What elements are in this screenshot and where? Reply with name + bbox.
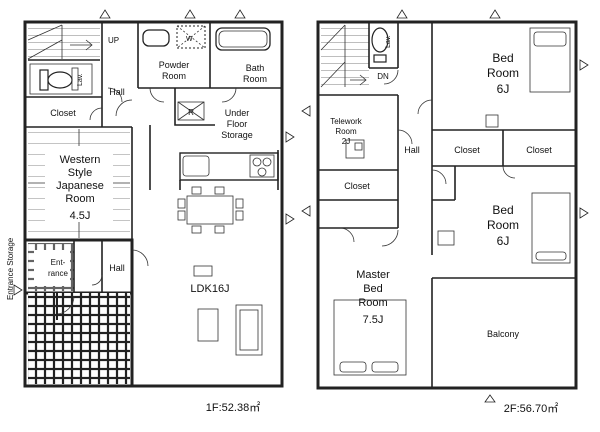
western-room-label-1: Western xyxy=(60,154,101,166)
telework-label-1: Telework xyxy=(330,117,363,126)
washer-icon xyxy=(176,25,206,49)
refrigerator-label: R xyxy=(188,108,194,117)
lav-sink xyxy=(71,67,79,91)
balcony-label: Balcony xyxy=(487,329,520,339)
floor2-doors xyxy=(339,69,516,247)
bath-room-label-1: Bath xyxy=(246,63,265,73)
sofa xyxy=(235,304,263,356)
dining-table xyxy=(186,195,234,225)
western-room-label-5: 4.5J xyxy=(70,210,91,222)
bath-room-label-2: Room xyxy=(243,74,267,84)
entrance-storage-label: Entrance Storage xyxy=(6,237,15,300)
bed-room-mid-label-2: Room xyxy=(487,218,519,232)
desk-top-room xyxy=(485,114,499,128)
entrance-label-1: Ent- xyxy=(51,258,66,267)
powder-room-label-1: Powder xyxy=(159,60,190,70)
ldk-label: LDK16J xyxy=(190,283,229,295)
floor2-windows xyxy=(301,9,589,403)
stove-icon xyxy=(249,154,275,178)
floor2-area-label: 2F:56.70㎡ xyxy=(504,402,558,415)
master-bed xyxy=(333,299,407,376)
washer-label: W xyxy=(186,36,193,43)
master-bed-label-3: Room xyxy=(358,297,387,309)
floor-1: UP Lav. W Powder Room Bath Room Hall Clo… xyxy=(6,9,295,414)
western-room-label-3: Japanese xyxy=(56,180,104,192)
under-floor-label-3: Storage xyxy=(221,130,253,140)
floor2-toilet-icon xyxy=(371,27,389,53)
kitchen-sink-icon xyxy=(182,155,210,177)
bathtub-icon xyxy=(215,27,271,51)
tatami-center xyxy=(45,146,113,222)
entrance-floor xyxy=(34,250,70,286)
under-floor-label-2: Floor xyxy=(227,119,248,129)
bed-room-mid-label-3: 6J xyxy=(497,234,510,248)
telework-desk xyxy=(345,139,365,159)
tv-stand xyxy=(193,265,213,277)
western-room-label-4: Room xyxy=(65,193,94,205)
floor2-lav-label: Lav. xyxy=(385,35,392,48)
hall-bottom-label: Hall xyxy=(109,263,125,273)
stairs-down-arrow xyxy=(350,74,367,86)
western-room-label-2: Style xyxy=(68,167,92,179)
dining-chairs xyxy=(177,186,244,234)
bed-top xyxy=(529,27,571,93)
master-bed-label-2: Bed xyxy=(363,283,383,295)
floor1-area-label: 1F:52.38㎡ xyxy=(206,401,260,414)
bed-middle xyxy=(531,192,571,264)
bed-room-mid-label-1: Bed xyxy=(492,203,513,217)
floor1-doors xyxy=(55,87,237,320)
refrigerator-space xyxy=(177,101,205,121)
floor1-windows xyxy=(13,9,295,296)
entrance-porch-tiles xyxy=(28,293,130,384)
entrance-label-2: rance xyxy=(48,269,69,278)
powder-sink-icon xyxy=(142,29,170,47)
telework-label-3: 2J xyxy=(342,137,350,146)
master-bed-label-1: Master xyxy=(356,269,390,281)
up-label: UP xyxy=(108,36,119,45)
closet-right-label: Closet xyxy=(526,145,552,155)
floor1-stairs xyxy=(28,25,100,59)
coffee-table xyxy=(197,308,219,342)
bed-room-top-label-1: Bed xyxy=(492,51,513,65)
under-floor-walls xyxy=(174,88,283,126)
under-floor-label-1: Under xyxy=(225,108,250,118)
kitchen-counter xyxy=(179,152,279,181)
desk-middle-room xyxy=(437,230,455,246)
closet-left-label: Closet xyxy=(344,181,370,191)
telework-label-2: Room xyxy=(335,127,357,136)
floor-2: Lav. DN Bed Room 6J Telework Room 2J Hal… xyxy=(301,9,589,415)
floor1-closet-label: Closet xyxy=(50,108,76,118)
toilet-tank xyxy=(39,69,49,91)
closet-mid-label: Closet xyxy=(454,145,480,155)
bed-room-top-label-3: 6J xyxy=(497,82,510,96)
master-bed-label-4: 7.5J xyxy=(363,314,384,326)
floor1-lav-label: Lav. xyxy=(77,73,84,86)
dn-label: DN xyxy=(377,72,389,81)
stairs-up-arrow xyxy=(70,39,93,51)
floor1-toilet-room xyxy=(29,63,93,95)
bed-room-top-label-2: Room xyxy=(487,66,519,80)
toilet-icon xyxy=(47,71,73,89)
hall-top-label: Hall xyxy=(109,87,125,97)
floor2-hall-label: Hall xyxy=(404,145,420,155)
powder-room-label-2: Room xyxy=(162,71,186,81)
floor1-stairs-lines xyxy=(27,24,63,60)
